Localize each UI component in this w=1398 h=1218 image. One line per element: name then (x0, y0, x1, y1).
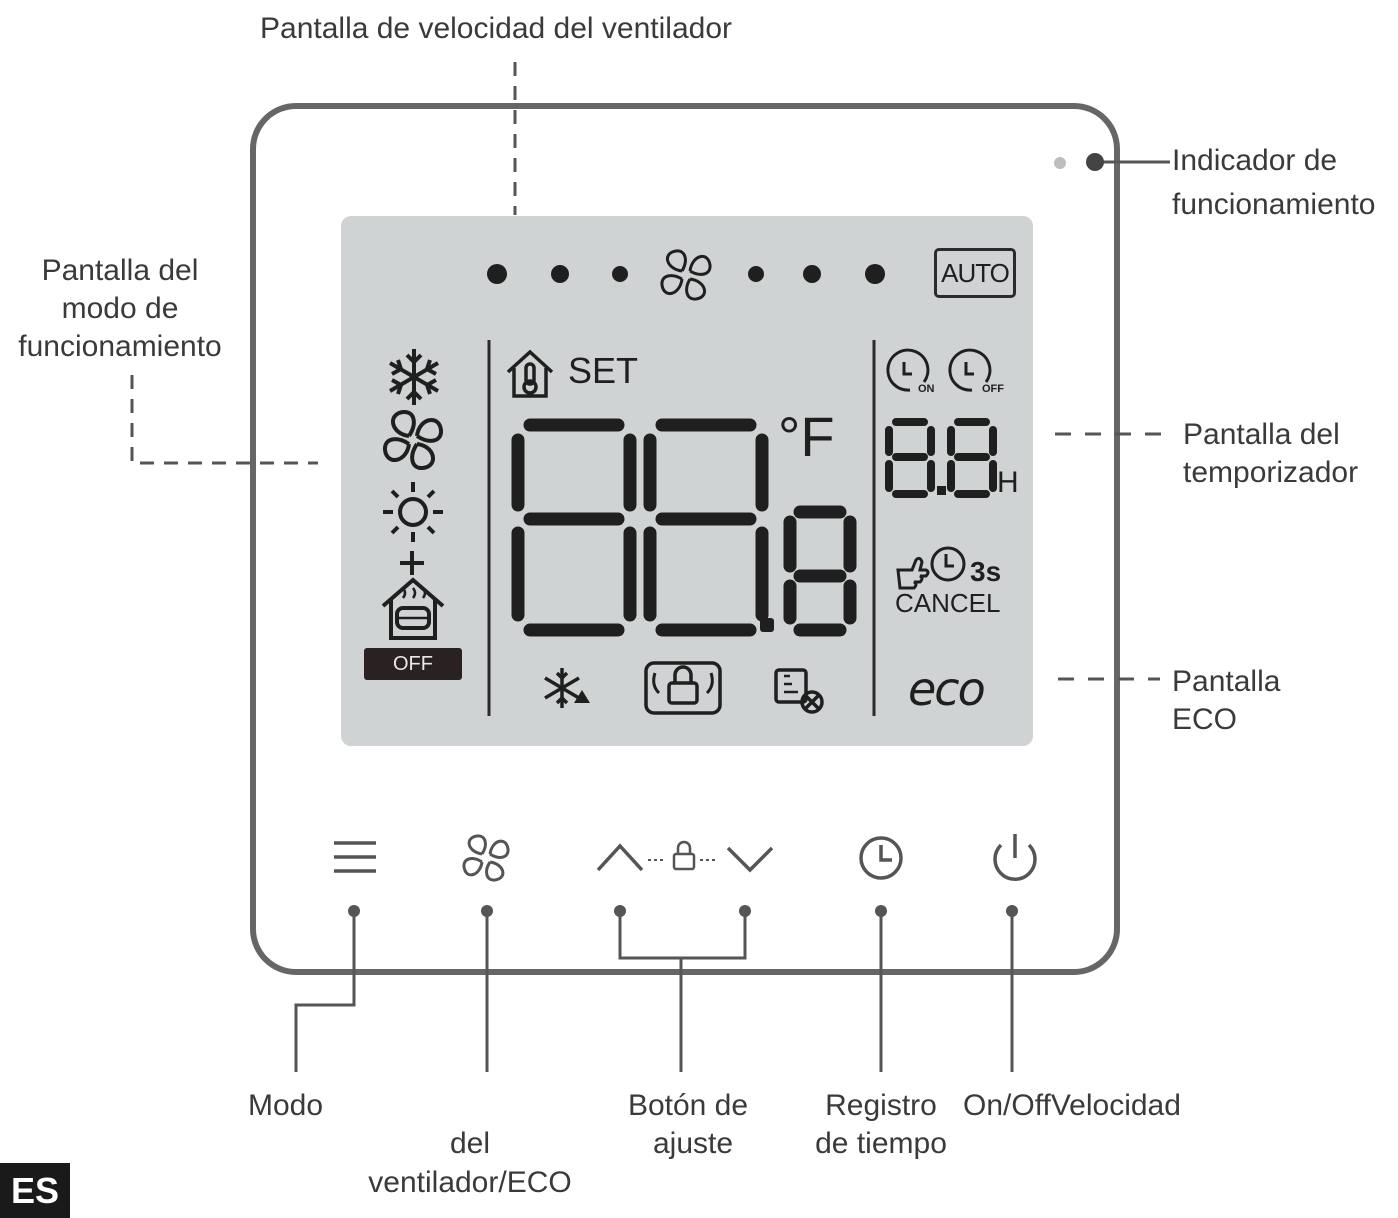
indicator-led-dim (1054, 157, 1066, 169)
timer-on-icon (886, 348, 930, 392)
timer-hour-unit: H (997, 466, 1019, 499)
down-arrow-icon (726, 846, 774, 873)
warning-triangle-icon (574, 690, 590, 703)
menu-icon (334, 841, 376, 873)
power-button-icon (993, 834, 1037, 882)
set-label: SET (568, 350, 639, 391)
adjust-buttons-icon (596, 840, 774, 873)
label-timer-button-2: de tiempo (815, 1127, 947, 1160)
label-fan-button-1: del (449, 1127, 491, 1160)
leader-adjust-buttons (618, 911, 747, 960)
timer-on-label: ON (918, 383, 935, 395)
dry-mode-fan-icon (383, 410, 443, 470)
temperature-unit: °F (778, 405, 835, 468)
snowflake-icon (388, 349, 440, 405)
plus-icon (400, 551, 424, 575)
callout-mode-display-1: Pantalla del (41, 254, 199, 287)
callout-eco-display-1: Pantalla (1172, 665, 1281, 698)
main-temperature-segments (511, 418, 857, 637)
label-fan-button-2: ventilador/ECO (368, 1166, 572, 1199)
callout-operation-indicator-2: funcionamiento (1172, 188, 1376, 221)
eco-icon-label: eco (908, 662, 986, 716)
floor-heating-house-icon (381, 577, 445, 640)
up-arrow-icon (596, 843, 644, 872)
language-badge: ES (0, 1163, 70, 1218)
auto-fan-badge: AUTO (934, 248, 1016, 298)
timer-off-icon (948, 348, 992, 392)
child-lock-icon (644, 661, 722, 715)
three-seconds-label: 3s (970, 556, 1002, 587)
clock-button-icon (859, 836, 903, 880)
callout-timer-display-2: temporizador (1183, 456, 1359, 489)
thermostat-device (250, 103, 1120, 975)
hand-clock-icon (896, 546, 966, 590)
timer-decimal-point (937, 486, 946, 495)
callout-fan-speed-display: Pantalla de velocidad del ventilador (260, 12, 732, 45)
leader-mode-display (130, 375, 318, 465)
timer-segments (885, 418, 997, 498)
sun-heat-icon (383, 482, 443, 542)
label-adjust-button-2: ajuste (652, 1127, 734, 1160)
fan-button-icon (462, 834, 510, 882)
indicator-led (1086, 153, 1104, 171)
callout-timer-display-1: Pantalla del (1183, 418, 1340, 451)
antifreeze-snowflake-icon (544, 668, 580, 708)
network-error-icon (774, 668, 824, 714)
fan-speed-dots (487, 264, 885, 284)
mode-off-badge: OFF (364, 648, 462, 680)
fan-icon (660, 249, 712, 301)
callout-mode-display-3: funcionamiento (18, 330, 222, 363)
label-timer-button-1: Registro (825, 1089, 937, 1122)
callout-eco-display-2: ECO (1172, 703, 1238, 736)
callout-operation-indicator-1: Indicador de (1172, 144, 1338, 177)
label-mode-button: Modo (248, 1089, 324, 1122)
room-temperature-icon (506, 349, 554, 398)
label-adjust-button-1: Botón de (627, 1089, 749, 1122)
callout-mode-display-2: modo de (61, 292, 179, 325)
decimal-point (760, 618, 774, 632)
label-power-button: On/OffVelocidad (963, 1089, 1181, 1122)
cancel-label: CANCEL (895, 588, 1001, 618)
timer-off-label: OFF (982, 383, 1004, 395)
leader-mode-button (294, 911, 356, 1072)
